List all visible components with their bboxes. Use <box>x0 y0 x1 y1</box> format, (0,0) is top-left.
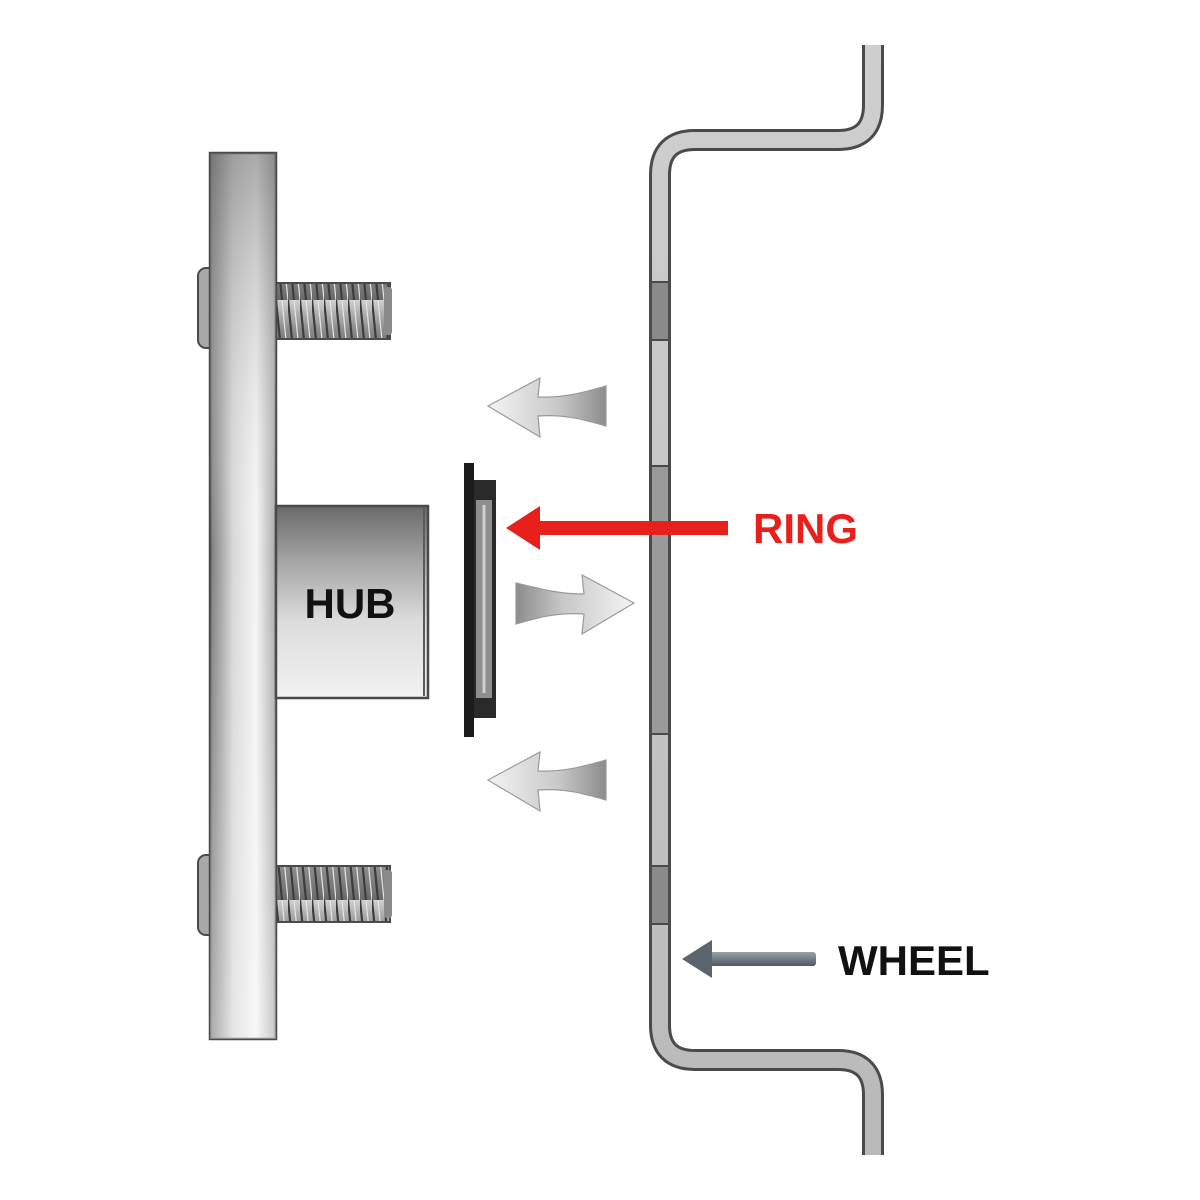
wheel-profile <box>649 45 884 1155</box>
ring-label: RING <box>753 505 858 552</box>
left-arrow-icon <box>486 376 607 439</box>
wheel-pointer-arrow <box>682 940 816 978</box>
left-arrow-icon <box>682 940 816 978</box>
hub-assembly <box>197 151 430 1041</box>
left-arrow-icon <box>486 750 607 813</box>
hub-flange <box>208 151 278 1041</box>
hub-label: HUB <box>305 580 396 627</box>
hub-centric-ring <box>464 463 496 737</box>
wheel-label: WHEEL <box>838 937 990 984</box>
left-arrow-icon <box>506 506 728 550</box>
ring-pointer-arrow <box>506 506 728 550</box>
hub-pilot <box>274 504 430 700</box>
right-arrow-icon <box>515 573 636 636</box>
